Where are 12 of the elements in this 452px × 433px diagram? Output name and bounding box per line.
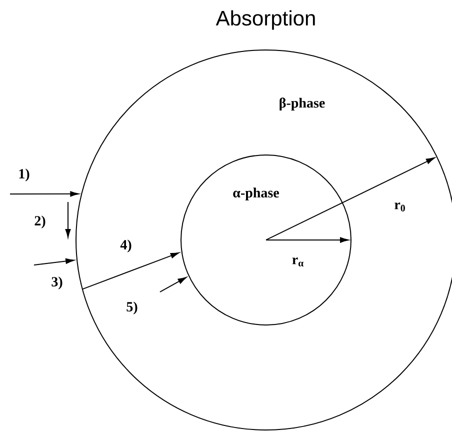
step-number: 5): [126, 302, 138, 314]
arrow: [34, 258, 74, 266]
step-number: 4): [120, 240, 132, 252]
title: Absorption: [216, 10, 315, 30]
radius-label: r$_{0}$: [394, 202, 405, 212]
arrow: [10, 191, 79, 197]
radius-label: r$_{α}$: [292, 258, 304, 266]
step-number: 3): [52, 276, 62, 290]
step-number: 1): [19, 168, 30, 182]
arrow: [82, 252, 180, 290]
arrow: [160, 276, 187, 292]
step-number: 2): [34, 216, 46, 228]
